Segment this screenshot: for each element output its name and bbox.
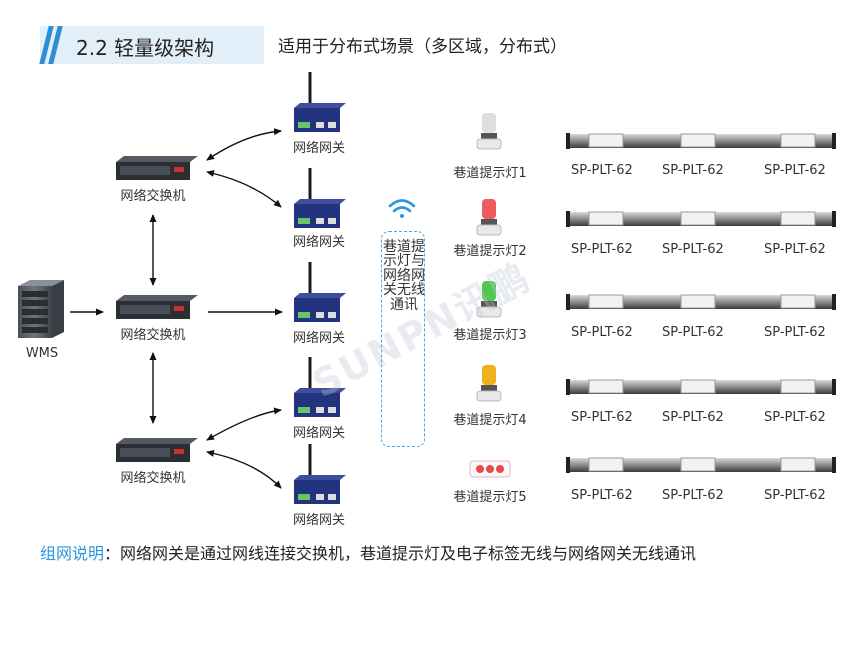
gateway-label: 网络网关	[292, 513, 345, 528]
tag-label: SP-PLT-62	[571, 242, 633, 257]
tag-label: SP-PLT-62	[662, 325, 724, 340]
network-note-lead: 组网说明	[40, 544, 105, 563]
wireless-link-box: 巷道提示灯与网络网关无线通讯	[381, 231, 425, 447]
gateway-label: 网络网关	[292, 235, 345, 250]
lamp-icon	[476, 365, 502, 402]
shelf-rail	[566, 294, 836, 310]
shelf-rail	[566, 133, 836, 149]
switch-label: 网络交换机	[120, 471, 186, 486]
tag-label: SP-PLT-62	[571, 325, 633, 340]
wifi-icon	[388, 199, 416, 218]
shelf-rail	[566, 457, 836, 473]
shelf-rail	[566, 211, 836, 227]
tag-label: SP-PLT-62	[764, 488, 826, 503]
tag-label: SP-PLT-62	[662, 163, 724, 178]
gateway-icon	[294, 168, 346, 228]
gateway-icon	[294, 72, 346, 132]
tag-label: SP-PLT-62	[764, 242, 826, 257]
wireless-link-text: 巷道提示灯与网络网关无线通讯	[383, 239, 425, 313]
lamp-label: 巷道提示灯2	[453, 244, 527, 259]
switch-icon	[116, 438, 198, 462]
lamp-label: 巷道提示灯5	[453, 490, 527, 505]
network-note-body: ：网络网关是通过网线连接交换机，巷道提示灯及电子标签无线与网络网关无线通讯	[104, 544, 697, 563]
gateway-icon	[294, 357, 346, 417]
gateway-icon	[294, 262, 346, 322]
tag-label: SP-PLT-62	[764, 163, 826, 178]
wms-label: WMS	[25, 346, 59, 361]
lamp-icon	[476, 113, 502, 150]
gateway-label: 网络网关	[292, 426, 345, 441]
tag-label: SP-PLT-62	[571, 410, 633, 425]
tag-label: SP-PLT-62	[571, 488, 633, 503]
wms-server-icon	[18, 280, 64, 338]
tag-label: SP-PLT-62	[764, 410, 826, 425]
tag-label: SP-PLT-62	[571, 163, 633, 178]
section-title: 2.2 轻量级架构	[76, 36, 215, 60]
tag-label: SP-PLT-62	[662, 242, 724, 257]
shelf-rail	[566, 379, 836, 395]
gateway-label: 网络网关	[292, 331, 345, 346]
lamp-label: 巷道提示灯3	[453, 328, 527, 343]
gateway-label: 网络网关	[292, 141, 345, 156]
tag-label: SP-PLT-62	[764, 325, 826, 340]
section-subtitle: 适用于分布式场景（多区域，分布式）	[278, 37, 567, 57]
lamp-label: 巷道提示灯1	[453, 166, 527, 181]
switch-label: 网络交换机	[120, 189, 186, 204]
lamp-icon	[476, 281, 502, 318]
lamp-icon	[476, 199, 502, 236]
connector-arrows	[70, 128, 283, 489]
switch-icon	[116, 295, 198, 319]
network-note: 组网说明：网络网关是通过网线连接交换机，巷道提示灯及电子标签无线与网络网关无线通…	[40, 540, 840, 568]
tag-label: SP-PLT-62	[662, 410, 724, 425]
lamp-icon	[469, 460, 511, 478]
tag-label: SP-PLT-62	[662, 488, 724, 503]
lamp-label: 巷道提示灯4	[453, 413, 527, 428]
section-title-banner: 2.2 轻量级架构	[39, 26, 264, 64]
gateway-icon	[294, 444, 346, 504]
switch-icon	[116, 156, 198, 180]
switch-label: 网络交换机	[120, 328, 186, 343]
